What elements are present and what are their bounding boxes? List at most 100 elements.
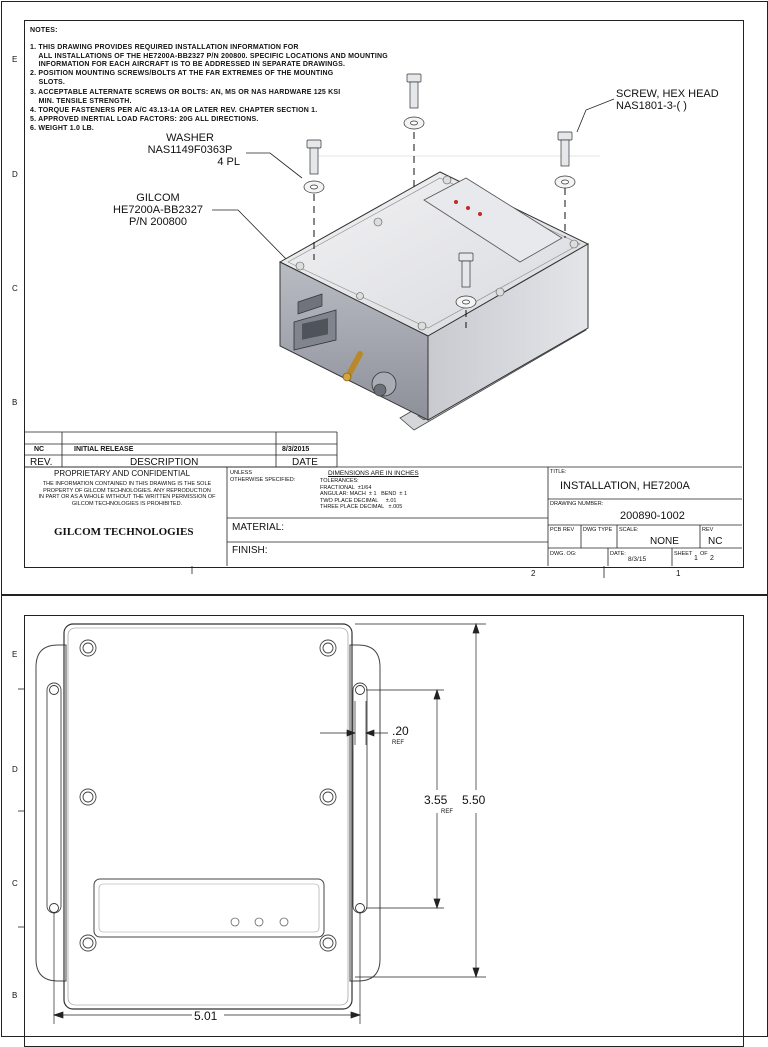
top-view-drawing bbox=[18, 622, 486, 1024]
width-value: 5.01 bbox=[194, 1009, 218, 1023]
lid-screw bbox=[569, 239, 579, 249]
dwg-og-label: DWG. OG: bbox=[550, 551, 577, 557]
height-dimension bbox=[355, 622, 486, 979]
zone-ticks bbox=[18, 688, 24, 928]
unit-leader-line bbox=[212, 209, 290, 263]
unit-callout-line: HE7200A-BB2327 bbox=[113, 204, 203, 216]
date-label: DATE: bbox=[610, 551, 626, 557]
tolerance-line: FRACTIONAL ±1/64 bbox=[320, 484, 372, 491]
hex-screw bbox=[306, 139, 322, 175]
notes-title: NOTES: bbox=[30, 27, 58, 34]
rev-label: REV bbox=[702, 527, 714, 533]
washer bbox=[303, 180, 325, 194]
zone-letter: C bbox=[12, 284, 18, 293]
scale-label: SCALE: bbox=[619, 527, 639, 533]
washer-callout-line: NAS1149F0363P bbox=[147, 144, 233, 156]
note-line: 2. POSITION MOUNTING SCREWS/BOLTS AT THE… bbox=[30, 70, 334, 77]
rev-value: NC bbox=[708, 536, 723, 547]
unless-line: OTHERWISE SPECIFIED: bbox=[230, 476, 296, 483]
status-window bbox=[423, 177, 563, 263]
dims-title: DIMENSIONS ARE IN INCHES bbox=[328, 470, 419, 477]
note-line: ALL INSTALLATIONS OF THE HE7200A-BB2327 … bbox=[30, 53, 388, 60]
lid-screw bbox=[495, 287, 505, 297]
lid-screw bbox=[319, 934, 337, 952]
slot-width-ref: REF bbox=[392, 740, 404, 746]
box-side-face bbox=[427, 243, 589, 421]
proprietary-title: PROPRIETARY AND CONFIDENTIAL bbox=[54, 469, 191, 478]
zone-letter: C bbox=[12, 879, 18, 888]
drawing-number: 200890-1002 bbox=[620, 510, 685, 522]
width-dimension bbox=[52, 913, 362, 1024]
description-header: DESCRIPTION bbox=[130, 457, 199, 468]
led-indicator bbox=[279, 917, 289, 927]
lid-screw bbox=[295, 261, 305, 271]
height-value: 5.50 bbox=[462, 793, 486, 807]
rev-header: REV. bbox=[30, 457, 53, 468]
title-label: TITLE: bbox=[550, 469, 567, 475]
zone-number: 1 bbox=[676, 569, 681, 578]
unit-callout: GILCOM HE7200A-BB2327 P/N 200800 bbox=[104, 192, 212, 228]
hex-screw bbox=[406, 73, 422, 109]
unit-callout-line: GILCOM bbox=[136, 192, 180, 204]
led-indicator bbox=[478, 212, 482, 216]
lid-screw bbox=[79, 788, 97, 806]
proprietary-line: GILCOM TECHNOLOGIES IS PROHIBITED. bbox=[71, 500, 183, 507]
proprietary-text: THE INFORMATION CONTAINED IN THIS DRAWIN… bbox=[32, 481, 222, 507]
unit-callout-line: P/N 200800 bbox=[128, 216, 188, 228]
hex-screw bbox=[557, 131, 573, 167]
material-label: MATERIAL: bbox=[232, 522, 285, 533]
slot-hole bbox=[49, 685, 59, 695]
screw-callout: SCREW, HEX HEAD NAS1801-3-( ) bbox=[616, 88, 719, 112]
washer-callout: WASHER NAS1149F0363P 4 PL bbox=[136, 132, 244, 168]
hex-screw bbox=[458, 252, 474, 288]
sheet-label: SHEET bbox=[674, 551, 693, 557]
lid-edge bbox=[287, 177, 581, 329]
tolerances-block: TOLERANCES: FRACTIONAL ±1/64 ANGULAR: MA… bbox=[320, 478, 407, 511]
washer-callout-line: 4 PL bbox=[217, 156, 240, 168]
mounting-slot-left bbox=[46, 682, 62, 914]
finish-label: FINISH: bbox=[232, 545, 268, 556]
note-line: 4. TORQUE FASTENERS PER A/C 43.13-1A OR … bbox=[30, 107, 318, 114]
lid-screw bbox=[79, 934, 97, 952]
rev-date-entry: 8/3/2015 bbox=[282, 446, 310, 453]
zone-letter: B bbox=[12, 991, 18, 1000]
db9-connector bbox=[297, 293, 323, 315]
led-indicator bbox=[230, 917, 240, 927]
led-indicator bbox=[454, 200, 458, 204]
slot-hole bbox=[355, 685, 365, 695]
scale-value: NONE bbox=[650, 536, 679, 547]
dwg-type-label: DWG TYPE bbox=[583, 527, 613, 533]
title-block-grid bbox=[24, 466, 742, 566]
sheet-number: 1 bbox=[694, 555, 698, 562]
zone-letter: D bbox=[12, 170, 18, 179]
lid-screw bbox=[417, 321, 427, 331]
slot-width-value: .20 bbox=[392, 724, 409, 738]
mounting-flange-outline bbox=[35, 644, 381, 982]
lid-screw bbox=[356, 292, 364, 300]
status-window-inner bbox=[98, 883, 320, 933]
isometric-assembly-drawing bbox=[24, 73, 742, 578]
lid-screw bbox=[442, 175, 452, 185]
note-line: 6. WEIGHT 1.0 LB. bbox=[30, 125, 95, 132]
zone-letter: E bbox=[12, 55, 18, 64]
note-line: MIN. TENSILE STRENGTH. bbox=[30, 98, 132, 105]
note-line: SLOTS. bbox=[30, 79, 66, 86]
washer bbox=[554, 175, 576, 189]
tolerance-line: THREE PLACE DECIMAL ±.005 bbox=[320, 504, 403, 510]
note-line: 5. APPROVED INERTIAL LOAD FACTORS: 20G A… bbox=[30, 116, 259, 123]
tolerance-line: TWO PLACE DECIMAL ±.01 bbox=[320, 497, 397, 504]
drawing-sheet-2: E D C B bbox=[0, 595, 768, 1047]
washer bbox=[403, 116, 425, 130]
note-line: 1. THIS DRAWING PROVIDES REQUIRED INSTAL… bbox=[30, 44, 299, 51]
washer-leader-line bbox=[246, 152, 303, 179]
unless-line: UNLESS bbox=[230, 470, 253, 476]
of-label: OF bbox=[700, 551, 708, 557]
date-value: 8/3/15 bbox=[628, 556, 647, 563]
screw-callout-line: NAS1801-3-( ) bbox=[616, 100, 687, 112]
zone-letter: B bbox=[12, 398, 18, 407]
drawing-title: INSTALLATION, HE7200A bbox=[560, 480, 690, 492]
proprietary-line: IN PART OR AS A WHOLE WITHOUT THE WRITTE… bbox=[38, 494, 216, 500]
unit-body-inner bbox=[67, 627, 349, 1006]
zone-letter: E bbox=[12, 650, 18, 659]
lid-screw bbox=[319, 639, 337, 657]
